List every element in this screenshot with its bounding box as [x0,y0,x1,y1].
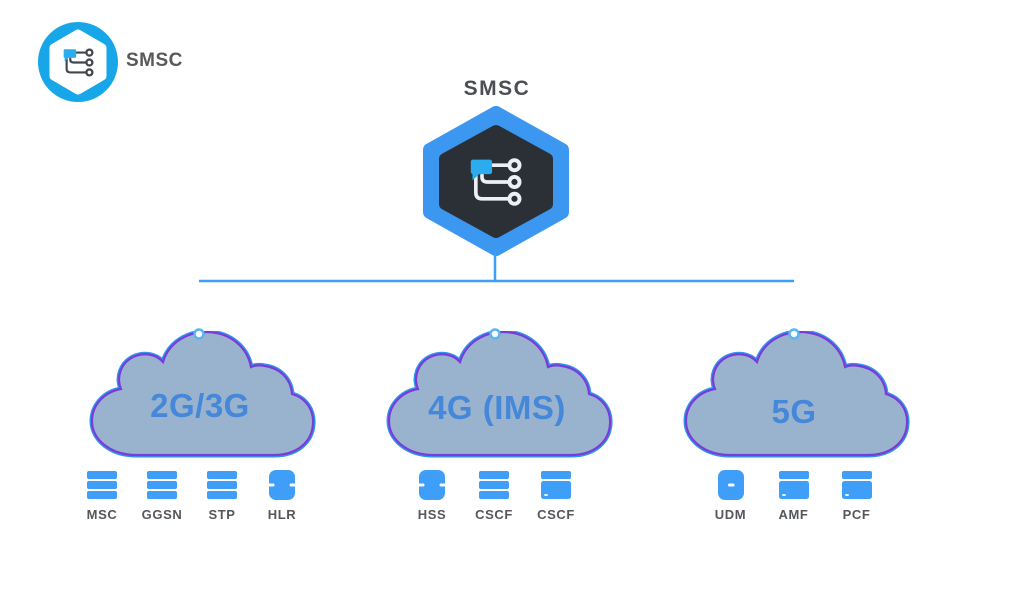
smsc-logo [37,21,119,103]
server-icon [479,470,509,500]
node-label: PCF [842,507,871,522]
message-routing-icon [423,106,569,256]
node-row-5g: UDM AMF PCF [699,470,888,522]
server-block-icon [541,470,571,500]
node-hss: HSS [401,470,463,522]
node-amf: AMF [762,470,825,522]
smsc-node-title: SMSC [463,77,531,100]
node-label: HSS [417,507,447,522]
node-udm: UDM [699,470,762,522]
node-row-2g3g: MSC GGSN STP HLR [72,470,312,522]
node-cscf-1: CSCF [463,470,525,522]
cloud-icon [386,331,613,458]
smsc-logo-badge-icon [38,22,118,102]
smsc-hexagon [420,104,572,256]
server-block-icon [778,470,809,500]
node-label: STP [208,507,236,522]
cloud-icon [683,331,910,458]
node-label: AMF [778,507,809,522]
node-pcf: PCF [825,470,888,522]
cloud-2g3g: 2G/3G [82,331,318,463]
cloud-icon [89,331,316,458]
node-label: HLR [267,507,297,522]
server-icon [87,470,117,500]
database-icon [268,470,296,500]
network-label-5g: 5G [771,393,817,430]
node-label: MSC [86,507,118,522]
node-label: CSCF [537,507,575,522]
node-row-4g-ims: HSS CSCF CSCF [401,470,587,522]
logo-wordmark: SMSC [126,50,183,71]
node-stp: STP [192,470,252,522]
node-hlr: HLR [252,470,312,522]
node-label: GGSN [141,507,183,522]
node-cscf-2: CSCF [525,470,587,522]
server-block-icon [841,470,872,500]
network-label-4g-ims: 4G (IMS) [428,389,566,426]
database-icon [717,470,745,500]
node-ggsn: GGSN [132,470,192,522]
node-label: UDM [714,507,747,522]
network-label-2g3g: 2G/3G [150,387,250,424]
node-label: CSCF [475,507,513,522]
cloud-4g-ims: 4G (IMS) [379,331,615,463]
database-icon [418,470,446,500]
node-msc: MSC [72,470,132,522]
cloud-5g: 5G [676,331,912,463]
server-icon [207,470,237,500]
server-icon [147,470,177,500]
